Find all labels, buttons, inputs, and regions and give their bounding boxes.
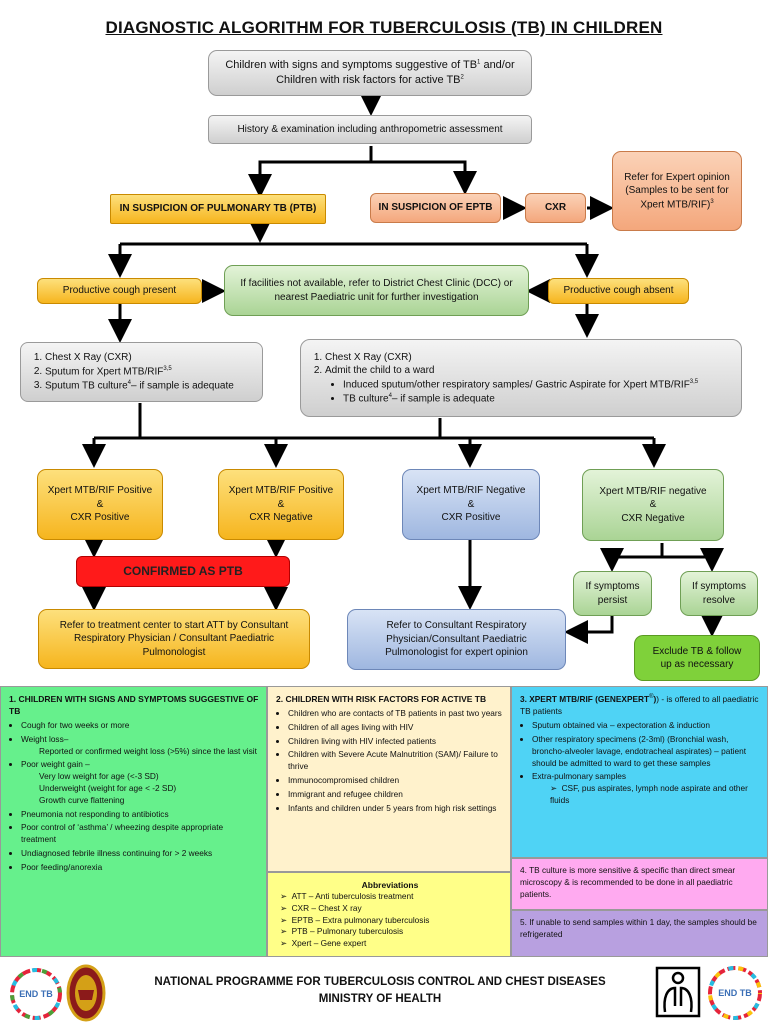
- panel2-item: Children living with HIV infected patien…: [288, 736, 504, 748]
- confirmed-ptb-node: CONFIRMED AS PTB: [76, 556, 290, 587]
- cough-present-node: Productive cough present: [37, 278, 202, 304]
- abbr-item: ➢ PTB – Pulmonary tuberculosis: [280, 926, 404, 937]
- panel-signs-symptoms: 1. CHILDREN WITH SIGNS AND SYMPTOMS SUGG…: [0, 686, 267, 957]
- panel3-subitem: ➢ CSF, pus aspirates, lymph node aspirat…: [550, 783, 748, 806]
- cough-absent-node: Productive cough absent: [548, 278, 689, 304]
- tests-right-item2: Admit the child to a ward Induced sputum…: [325, 364, 698, 405]
- xpert-neg-cxr-pos-node: Xpert MTB/RIF Negative&CXR Positive: [402, 469, 540, 540]
- panel2-item: Children who are contacts of TB patients…: [288, 708, 504, 720]
- cough-absent-text: Productive cough absent: [563, 285, 674, 297]
- panel1-item: Weight loss– Reported or confirmed weigh…: [21, 734, 260, 758]
- panel3-item: Extra-pulmonary samples ➢ CSF, pus aspir…: [532, 771, 761, 806]
- panel1-item: Pneumonia not responding to antibiotics: [21, 809, 260, 821]
- consultant-text: Refer to Consultant Respiratory Physicia…: [385, 620, 528, 659]
- panel3-title: 3. XPERT MTB/RIF (GENEXPERT®)) - is offe…: [520, 693, 759, 716]
- panel4-text: 4. TB culture is more sensitive & specif…: [520, 865, 736, 899]
- panel1-item: Poor feeding/anorexia: [21, 862, 260, 874]
- exclude-text: Exclude TB & follow up as necessary: [652, 645, 742, 671]
- tests-right-sub1: Induced sputum/other respiratory samples…: [343, 378, 698, 392]
- logo-text-right: END TB: [718, 988, 752, 998]
- tests-right-node: Chest X Ray (CXR) Admit the child to a w…: [300, 339, 742, 417]
- expert-line2: (Samples to be sent for Xpert MTB/RIF): [625, 185, 729, 210]
- abbr-item: ➢ ATT – Anti tuberculosis treatment: [280, 891, 414, 902]
- panel3-item: Other respiratory specimens (2-3ml) (Bro…: [532, 734, 761, 769]
- panel1-subitem: Very low weight for age (<-3 SD): [39, 771, 159, 782]
- tests-left-item1: Chest X Ray (CXR): [45, 351, 234, 365]
- treatment-node: Refer to treatment center to start ATT b…: [38, 609, 310, 669]
- panel1-item: Poor weight gain – Very low weight for a…: [21, 759, 260, 806]
- panel2-item: Infants and children under 5 years from …: [288, 803, 504, 815]
- abbr-title: Abbreviations: [361, 880, 419, 890]
- panel5-text: 5. If unable to send samples within 1 da…: [520, 917, 757, 939]
- footer-line2: MINISTRY OF HEALTH: [318, 993, 442, 1006]
- panel3-item: Sputum obtained via – expectoration & in…: [532, 720, 761, 732]
- panel1-title: 1. CHILDREN WITH SIGNS AND SYMPTOMS SUGG…: [9, 694, 259, 717]
- xpert-pos-cxr-pos-node: Xpert MTB/RIF Positive&CXR Positive: [37, 469, 163, 540]
- ptb-node: IN SUSPICION OF PULMONARY TB (PTB): [110, 194, 326, 224]
- eptb-node: IN SUSPICION OF EPTB: [370, 193, 501, 223]
- footer-text: NATIONAL PROGRAMME FOR TUBERCULOSIS CONT…: [130, 974, 630, 1009]
- abbr-item: ➢ CXR – Chest X ray: [280, 902, 362, 913]
- ptb-text: IN SUSPICION OF PULMONARY TB (PTB): [119, 203, 317, 215]
- abbr-item: ➢ Xpert – Gene expert: [280, 938, 367, 949]
- end-tb-logo-left: END TB: [10, 968, 62, 1020]
- eptb-text: IN SUSPICION OF EPTB: [378, 202, 493, 214]
- panel-culture: 4. TB culture is more sensitive & specif…: [511, 858, 768, 910]
- tests-left-item3: Sputum TB culture4– if sample is adequat…: [45, 379, 234, 393]
- xpert-neg-cxr-neg-node: Xpert MTB/RIF negative&CXR Negative: [582, 469, 724, 541]
- start-line2: Children with risk factors for active TB: [276, 74, 461, 86]
- panel-refrigerate: 5. If unable to send samples within 1 da…: [511, 910, 768, 957]
- sri-lanka-emblem: [66, 964, 106, 1022]
- expert-line1: Refer for Expert opinion: [624, 171, 730, 183]
- panel-risk-factors: 2. CHILDREN WITH RISK FACTORS FOR ACTIVE…: [267, 686, 511, 872]
- consultant-node: Refer to Consultant Respiratory Physicia…: [347, 609, 566, 670]
- panel2-item: Children with Severe Acute Malnutrition …: [288, 749, 504, 773]
- expert-sup: 3: [710, 198, 714, 205]
- start-node: Children with signs and symptoms suggest…: [208, 50, 532, 96]
- history-text: History & examination including anthropo…: [237, 123, 503, 135]
- panel-abbreviations: Abbreviations ➢ ATT – Anti tuberculosis …: [267, 872, 511, 957]
- logo-text-left: END TB: [19, 989, 53, 999]
- panel2-item: Immunocompromised children: [288, 775, 504, 787]
- history-node: History & examination including anthropo…: [208, 115, 532, 144]
- panel1-subitem: Growth curve flattening: [39, 794, 125, 805]
- abbr-item: ➢ EPTB – Extra pulmonary tuberculosis: [280, 914, 430, 925]
- panel1-subitem: Reported or confirmed weight loss (>5%) …: [39, 745, 257, 756]
- panel1-item: Undiagnosed febrile illness continuing f…: [21, 848, 260, 860]
- treatment-text: Refer to treatment center to start ATT b…: [59, 619, 289, 658]
- panel1-item: Poor control of ‘asthma’ / wheezing desp…: [21, 822, 260, 846]
- expert-opinion-node: Refer for Expert opinion (Samples to be …: [612, 151, 742, 231]
- dcc-node: If facilities not available, refer to Di…: [224, 265, 529, 316]
- dcc-text: If facilities not available, refer to Di…: [240, 278, 513, 303]
- exclude-tb-node: Exclude TB & follow up as necessary: [634, 635, 760, 681]
- cxr-text: CXR: [544, 202, 567, 214]
- tests-right-sub2: TB culture4– if sample is adequate: [343, 392, 698, 406]
- page-title: DIAGNOSTIC ALGORITHM FOR TUBERCULOSIS (T…: [105, 18, 663, 37]
- start-sup1: 1: [477, 59, 481, 66]
- panel-xpert: 3. XPERT MTB/RIF (GENEXPERT®)) - is offe…: [511, 686, 768, 858]
- confirmed-text: CONFIRMED AS PTB: [123, 564, 243, 579]
- panel1-item: Cough for two weeks or more: [21, 720, 260, 732]
- footer-line1: NATIONAL PROGRAMME FOR TUBERCULOSIS CONT…: [154, 976, 606, 988]
- tests-left-node: Chest X Ray (CXR) Sputum for Xpert MTB/R…: [20, 342, 263, 402]
- panel2-item: Immigrant and refugee children: [288, 789, 504, 801]
- tests-right-item1: Chest X Ray (CXR): [325, 351, 698, 365]
- panel1-subitem: Underweight (weight for age < -2 SD): [39, 783, 177, 794]
- start-sup2: 2: [460, 74, 464, 81]
- panel2-title: 2. CHILDREN WITH RISK FACTORS FOR ACTIVE…: [276, 694, 487, 704]
- xpert-pos-cxr-neg-node: Xpert MTB/RIF Positive&CXR Negative: [218, 469, 344, 540]
- cxr-node: CXR: [525, 193, 586, 223]
- chest-clinic-logo: [655, 966, 701, 1018]
- cough-present-text: Productive cough present: [62, 285, 177, 297]
- end-tb-logo-right: END TB: [708, 966, 762, 1020]
- panel2-item: Children of all ages living with HIV: [288, 722, 504, 734]
- tests-left-item2: Sputum for Xpert MTB/RIF3,5: [45, 365, 234, 379]
- start-line1: Children with signs and symptoms suggest…: [225, 59, 478, 72]
- start-line1b: and/or: [480, 59, 515, 72]
